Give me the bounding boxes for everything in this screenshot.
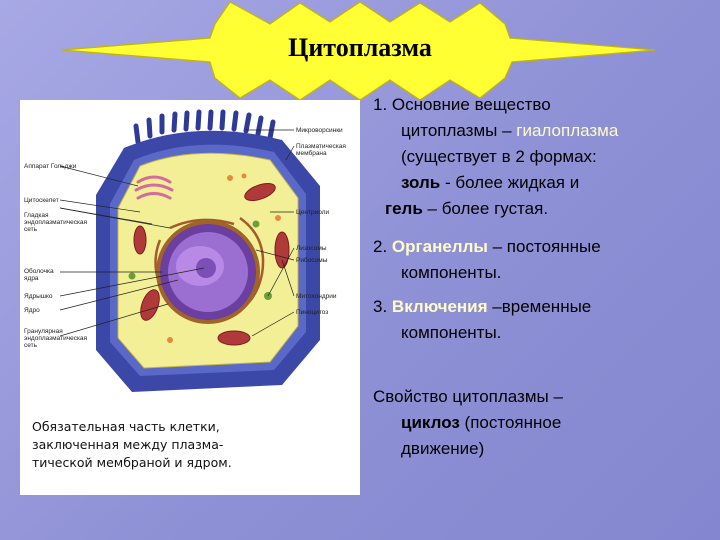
- diagram-caption: Обязательная часть клетки, заключенная м…: [32, 419, 232, 470]
- label-mitochondria: Митохондрии: [296, 293, 337, 300]
- label-microvilli: Микроворсинки: [296, 127, 343, 134]
- term-hyaloplasm: гиалоплазма: [516, 121, 619, 140]
- item-1-ground-substance: 1. Основние вещество цитоплазмы – гиалоп…: [373, 95, 619, 218]
- item-3-inclusions: 3. Включения –временные компоненты.: [373, 297, 592, 342]
- label-pinocytosis: Пиноцитоз: [296, 309, 329, 316]
- term-organelles: Органеллы: [391, 237, 488, 256]
- nucleolus: [196, 258, 216, 278]
- label-ribosomes: Рибосомы: [296, 257, 328, 264]
- title-starburst: [61, 1, 656, 101]
- label-nucleus: Ядро: [24, 307, 40, 314]
- item-2-organelles: 2. Органеллы – постоянные компоненты.: [373, 237, 601, 282]
- label-golgi: Аппарат Гольджи: [24, 163, 77, 170]
- page-title: Цитоплазма: [288, 33, 432, 62]
- label-cytoskeleton: Цитоскелет: [24, 197, 59, 204]
- term-inclusions: Включения: [391, 297, 488, 316]
- label-centrioles: Центриоли: [296, 209, 330, 216]
- vesicles: [167, 173, 281, 343]
- label-lysosomes: Лизосомы: [296, 245, 327, 252]
- cell-diagram: [59, 109, 320, 392]
- cytoplasm-property: Свойство цитоплазмы – циклоз (постоянное…: [373, 387, 563, 458]
- golgi-apparatus: [134, 175, 174, 200]
- mitochondria: [133, 182, 290, 346]
- label-nucleolus: Ядрышко: [24, 293, 53, 300]
